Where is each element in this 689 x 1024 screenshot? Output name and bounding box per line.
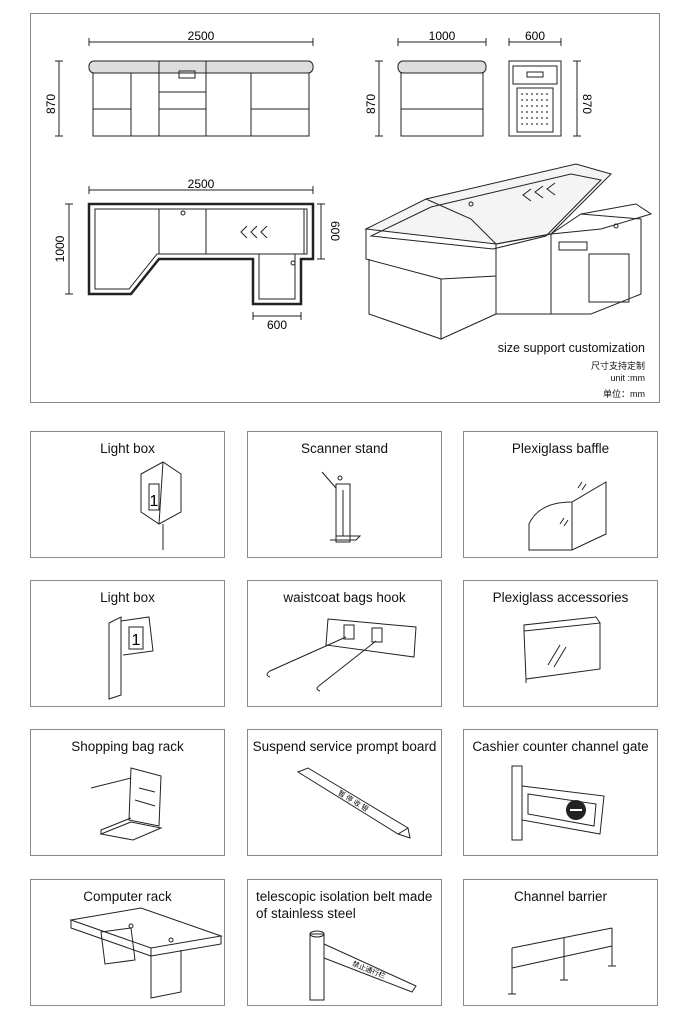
customization-note-cn: 尺寸支持定制 xyxy=(590,361,645,371)
accessory-scanner-stand: Scanner stand xyxy=(247,431,442,558)
accessory-title: Shopping bag rack xyxy=(71,739,184,754)
accessory-channel-barrier: Channel barrier xyxy=(463,879,658,1006)
front-view xyxy=(55,38,314,137)
scanner-stand-icon xyxy=(321,471,362,543)
accessory-shopping-bag-rack: Shopping bag rack xyxy=(30,729,225,856)
side-width-label: 1000 xyxy=(429,29,456,43)
accessory-title: Light box xyxy=(100,590,155,605)
accessory-computer-rack: Computer rack xyxy=(30,879,225,1006)
accessory-title: Plexiglass baffle xyxy=(511,441,610,456)
service-board-icon: 暂 停 收 银 xyxy=(296,767,411,839)
unit-note: unit :mm xyxy=(610,373,645,383)
accessory-title: telescopic isolation belt made of stainl… xyxy=(256,889,433,921)
accessory-waistcoat-bags-hook: waistcoat bags hook xyxy=(247,580,442,707)
light-box-wall-icon: 1 xyxy=(108,616,154,700)
channel-gate-icon xyxy=(511,765,605,841)
telescopic-belt-icon: 禁止通行栏 xyxy=(309,930,417,1001)
service-board-text: 暂 停 收 银 xyxy=(336,788,370,813)
perspective-view xyxy=(364,163,653,340)
plan-height-label: 1000 xyxy=(53,235,67,262)
accessory-title: Scanner stand xyxy=(300,441,389,456)
accessory-title: Suspend service prompt board xyxy=(252,739,437,754)
accessory-light-box-1: Light box 1 xyxy=(30,431,225,558)
bag-hook-icon xyxy=(266,618,417,692)
plan-inner-label: 600 xyxy=(328,221,342,241)
front-width-label: 2500 xyxy=(188,29,215,43)
computer-rack-icon xyxy=(69,907,223,999)
plan-bottom-label: 600 xyxy=(267,318,287,332)
accessory-channel-gate: Cashier counter channel gate xyxy=(463,729,658,856)
bag-rack-icon xyxy=(90,767,163,841)
plan-view xyxy=(65,186,325,320)
technical-drawing: 2500 870 1000 870 600 870 2500 1000 600 … xyxy=(44,29,653,340)
side-view-vent-dots xyxy=(521,93,548,125)
accessory-title: Light box xyxy=(100,441,155,456)
technical-drawing-panel: 2500 870 1000 870 600 870 2500 1000 600 … xyxy=(30,13,660,403)
accessory-title: waistcoat bags hook xyxy=(283,590,406,605)
plexiglass-baffle-icon xyxy=(528,481,607,551)
accessory-light-box-2: Light box 1 xyxy=(30,580,225,707)
accessory-plexiglass-baffle: Plexiglass baffle xyxy=(463,431,658,558)
accessory-title: Channel barrier xyxy=(513,889,608,904)
side-view xyxy=(375,38,581,137)
side-height-label: 870 xyxy=(364,94,378,114)
side-depth-label: 600 xyxy=(525,29,545,43)
accessory-title: Cashier counter channel gate xyxy=(472,739,649,754)
customization-note: size support customization xyxy=(497,341,645,355)
light-box-number: 1 xyxy=(132,632,141,649)
belt-text: 禁止通行栏 xyxy=(351,959,387,980)
side-height-right-label: 870 xyxy=(580,94,594,114)
accessory-telescopic-belt: telescopic isolation belt made of stainl… xyxy=(247,879,442,1006)
accessory-title: Plexiglass accessories xyxy=(492,590,629,605)
channel-barrier-icon xyxy=(508,927,616,995)
unit-note-cn: 单位：mm xyxy=(603,389,645,399)
accessory-title: Computer rack xyxy=(83,889,172,904)
plan-width-label: 2500 xyxy=(188,177,215,191)
accessory-plexiglass-accessories: Plexiglass accessories xyxy=(463,580,658,707)
light-box-sign-icon: 1 xyxy=(140,461,182,550)
accessory-suspend-service-board: Suspend service prompt board 暂 停 收 银 xyxy=(247,729,442,856)
light-box-number: 1 xyxy=(150,493,159,510)
front-height-label: 870 xyxy=(44,94,58,114)
plexiglass-accessory-icon xyxy=(523,616,601,683)
